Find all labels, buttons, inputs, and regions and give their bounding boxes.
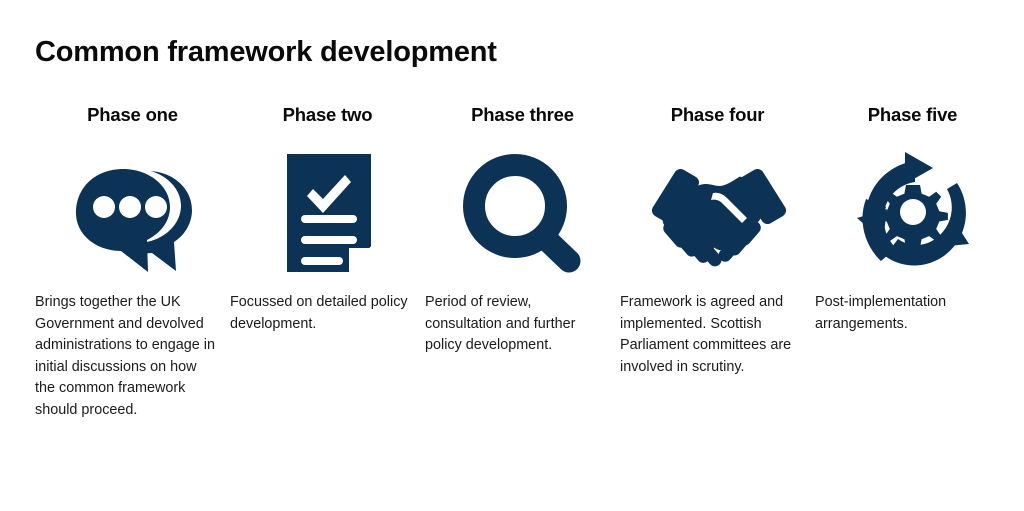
magnifying-glass-icon <box>425 135 620 290</box>
phase-two-description: Focussed on detailed policy development. <box>230 294 408 332</box>
phase-four-heading: Phase four <box>670 104 765 125</box>
speech-bubbles-icon <box>35 135 230 290</box>
phase-five-description: Post-implementation arrangements. <box>815 294 947 332</box>
document-checklist-icon <box>230 135 425 290</box>
phase-one-heading: Phase one <box>87 104 178 125</box>
phase-list: Phase one Brings together the UK Governm… <box>35 104 1010 421</box>
handshake-icon <box>620 135 815 290</box>
phase-column-three: Phase three Period of review, consultati… <box>425 104 620 357</box>
page-title: Common framework development <box>35 36 497 68</box>
phase-four-description: Framework is agreed and implemented. Sco… <box>620 294 792 375</box>
phase-column-four: Phase four <box>620 104 815 378</box>
phase-five-heading: Phase five <box>867 104 958 125</box>
phase-three-heading: Phase three <box>471 104 574 125</box>
phase-three-description: Period of review, consultation and furth… <box>425 294 576 353</box>
phase-one-description: Brings together the UK Government and de… <box>35 294 215 418</box>
gear-cycle-icon <box>815 135 1010 290</box>
phase-column-five: Phase five <box>815 104 1010 335</box>
phase-two-heading: Phase two <box>282 104 373 125</box>
phase-column-one: Phase one Brings together the UK Governm… <box>35 104 230 421</box>
phase-column-two: Phase two Focussed on detailed policy de… <box>230 104 425 335</box>
